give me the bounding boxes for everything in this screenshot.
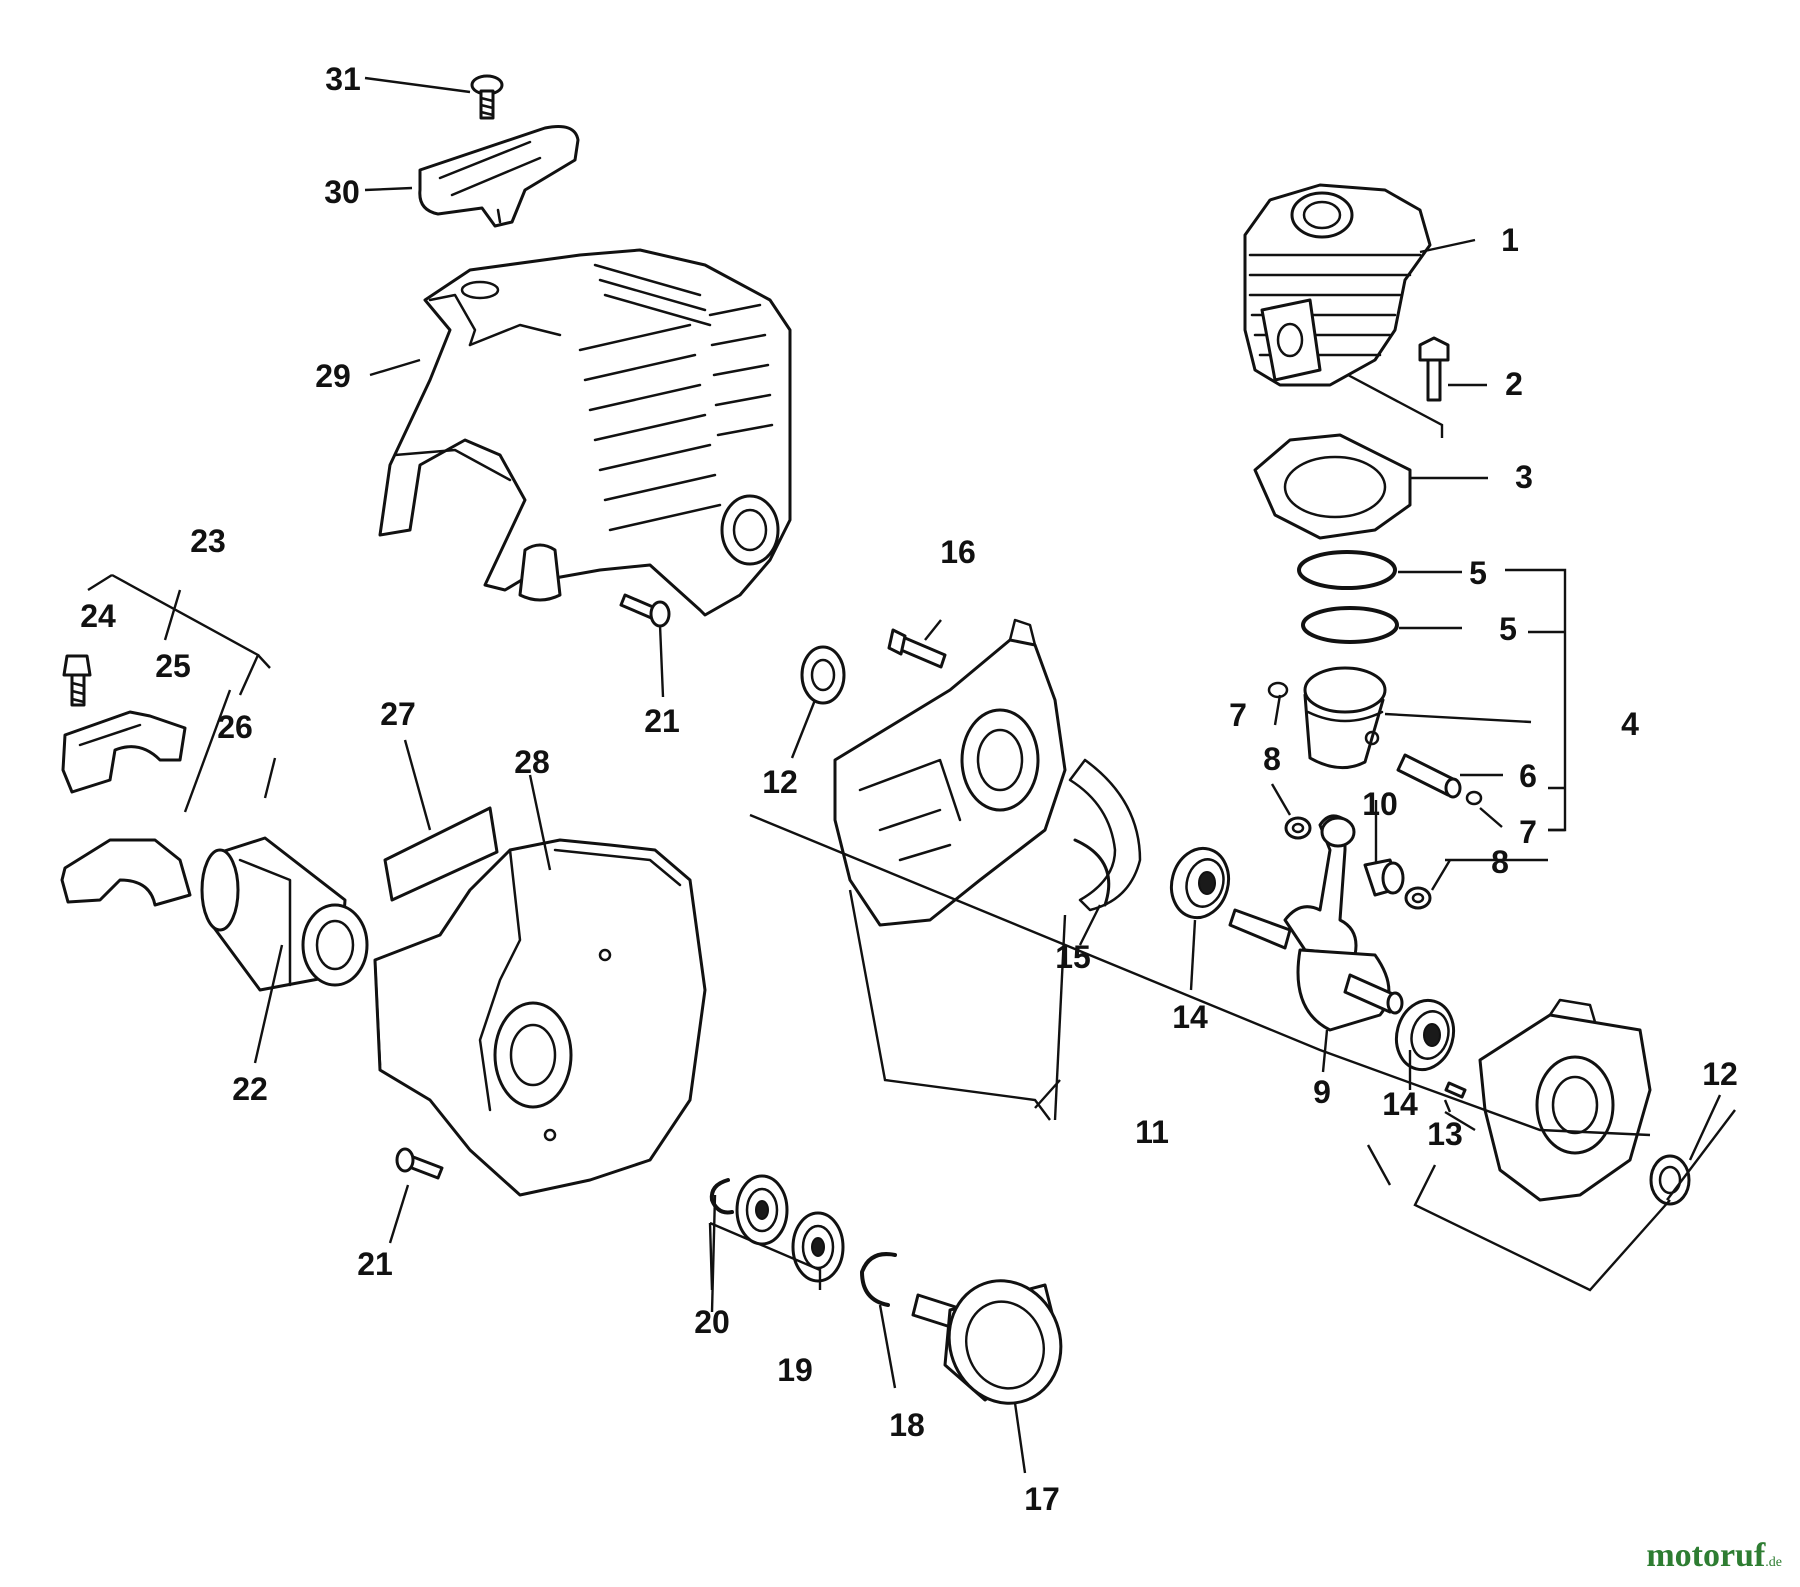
part-15-gasket-left [1073, 838, 1111, 907]
callout-31: 31 [325, 61, 361, 97]
part-30-top-cover [418, 125, 580, 228]
callout-13: 13 [1427, 1116, 1463, 1152]
callout-27: 27 [380, 696, 416, 732]
callout-4: 4 [1621, 706, 1639, 742]
part-22-adapter-tube [200, 836, 369, 992]
part-13-dowel-pin [1444, 1081, 1467, 1099]
callout-22: 22 [232, 1071, 268, 1107]
callout-3: 3 [1515, 459, 1533, 495]
part-2-bolt [1418, 336, 1450, 402]
callout-7-left: 7 [1229, 697, 1247, 733]
callout-labels: 1 2 3 4 5 5 6 7 7 8 8 9 10 11 12 12 13 1… [80, 61, 1738, 1517]
part-5-piston-rings [1297, 550, 1399, 644]
part-27-label [383, 806, 499, 902]
callout-19: 19 [777, 1352, 813, 1388]
callout-21-upper: 21 [644, 703, 680, 739]
callout-18: 18 [889, 1407, 925, 1443]
part-10-needle-bearing [1363, 858, 1405, 897]
part-28-fan-cover [373, 838, 707, 1197]
callout-24: 24 [80, 598, 116, 634]
part-21-screw-upper [619, 593, 671, 628]
part-20-circlip [709, 1178, 734, 1215]
callout-8-right: 8 [1491, 844, 1509, 880]
callout-26: 26 [217, 709, 253, 745]
part-12-seal-lower [1649, 1154, 1691, 1206]
part-26-clamp-lower [60, 838, 192, 907]
callout-15: 15 [1055, 939, 1091, 975]
part-31-screw [470, 74, 504, 120]
callout-10: 10 [1362, 786, 1398, 822]
callout-25: 25 [155, 648, 191, 684]
part-7-circlip-right [1465, 790, 1483, 806]
callout-28: 28 [514, 744, 550, 780]
part-8-washer-left [1284, 816, 1312, 840]
part-16-bolt [887, 628, 947, 669]
callout-23: 23 [190, 523, 226, 559]
part-14-bearing-left [1169, 846, 1231, 920]
callout-29: 29 [315, 358, 351, 394]
callout-1: 1 [1501, 222, 1519, 258]
callout-2: 2 [1505, 366, 1523, 402]
part-15-crankcase-gasket [1068, 758, 1142, 912]
callout-8-left: 8 [1263, 741, 1281, 777]
callout-12-right: 12 [1702, 1056, 1738, 1092]
leader-lines [87, 76, 1736, 1474]
part-8-washer-right [1404, 886, 1432, 910]
callout-16: 16 [940, 534, 976, 570]
callout-12-left: 12 [762, 764, 798, 800]
part-4-piston [1303, 666, 1387, 770]
watermark-logo: motoruf.de [1646, 1537, 1782, 1574]
part-18-circlip [860, 1252, 897, 1307]
part-25-clamp-upper [61, 710, 187, 794]
part-9-crankshaft [1228, 814, 1404, 1032]
callout-5-lower: 5 [1499, 611, 1517, 647]
callout-7-right: 7 [1519, 814, 1537, 850]
part-24-screw [62, 654, 92, 707]
part-1-cylinder [1243, 183, 1432, 387]
callout-5-upper: 5 [1469, 555, 1487, 591]
callout-11: 11 [1135, 1114, 1169, 1150]
callout-9: 9 [1313, 1074, 1331, 1110]
callout-21-lower: 21 [357, 1246, 393, 1282]
part-11-crankcase-right [1478, 998, 1652, 1202]
callout-17: 17 [1024, 1481, 1060, 1517]
part-6-piston-pin [1396, 753, 1462, 799]
callout-14-left: 14 [1172, 999, 1208, 1035]
part-11-crankcase-left [833, 618, 1067, 927]
part-12-seal-upper [800, 645, 846, 705]
callout-14-right: 14 [1382, 1086, 1418, 1122]
part-21-screw-lower [395, 1147, 444, 1180]
part-17-clutch-drum [911, 1279, 1063, 1405]
part-7-circlip-left [1267, 681, 1289, 699]
part-19-bearings [735, 1174, 845, 1283]
part-3-gasket [1253, 433, 1412, 540]
part-29-engine-shroud [378, 248, 792, 617]
callout-30: 30 [324, 174, 360, 210]
callout-6: 6 [1519, 758, 1537, 794]
callout-20: 20 [694, 1304, 730, 1340]
